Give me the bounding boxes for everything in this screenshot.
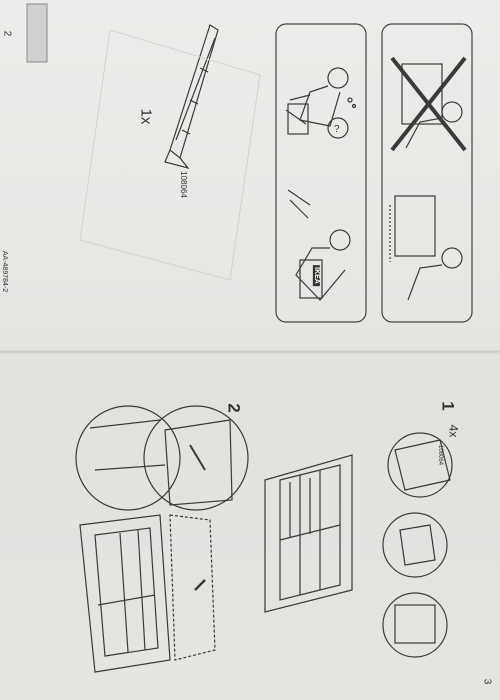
step2-number: 2 (224, 403, 244, 413)
step1-quantity: 4x (446, 424, 461, 438)
svg-text:?: ? (334, 124, 340, 135)
question-bubble-icon (327, 117, 349, 139)
help-panel-1 (275, 23, 367, 323)
step1-number: 1 (438, 401, 458, 411)
detail-circle-2 (382, 512, 448, 578)
page-number-left: 2 (1, 30, 13, 37)
help-panel-2 (381, 23, 473, 323)
step1-cabinet-icon (264, 454, 353, 613)
ikea-label: IKEA (312, 265, 320, 286)
step2-detail-circle-2 (143, 405, 249, 511)
person-assembling-icon (389, 195, 463, 301)
call-ikea-person-icon (287, 189, 351, 301)
step2-detail-circle (75, 405, 181, 511)
ikea-logo-icon (26, 3, 48, 63)
shelf-part-icon (164, 24, 219, 170)
step1-part-label: 108064 (437, 444, 444, 466)
part-quantity: 1x (137, 108, 155, 125)
part-number: 108064 (178, 171, 188, 198)
detail-circle-3 (382, 592, 448, 658)
one-person-crossed-icon (390, 56, 467, 152)
detail-circle-1 (387, 432, 453, 498)
document-id: AA-489784-2 (1, 250, 9, 293)
page-number-right: 3 (481, 678, 493, 685)
confused-person-icon: ? (285, 67, 357, 139)
step2-cabinet-icon (79, 514, 216, 673)
